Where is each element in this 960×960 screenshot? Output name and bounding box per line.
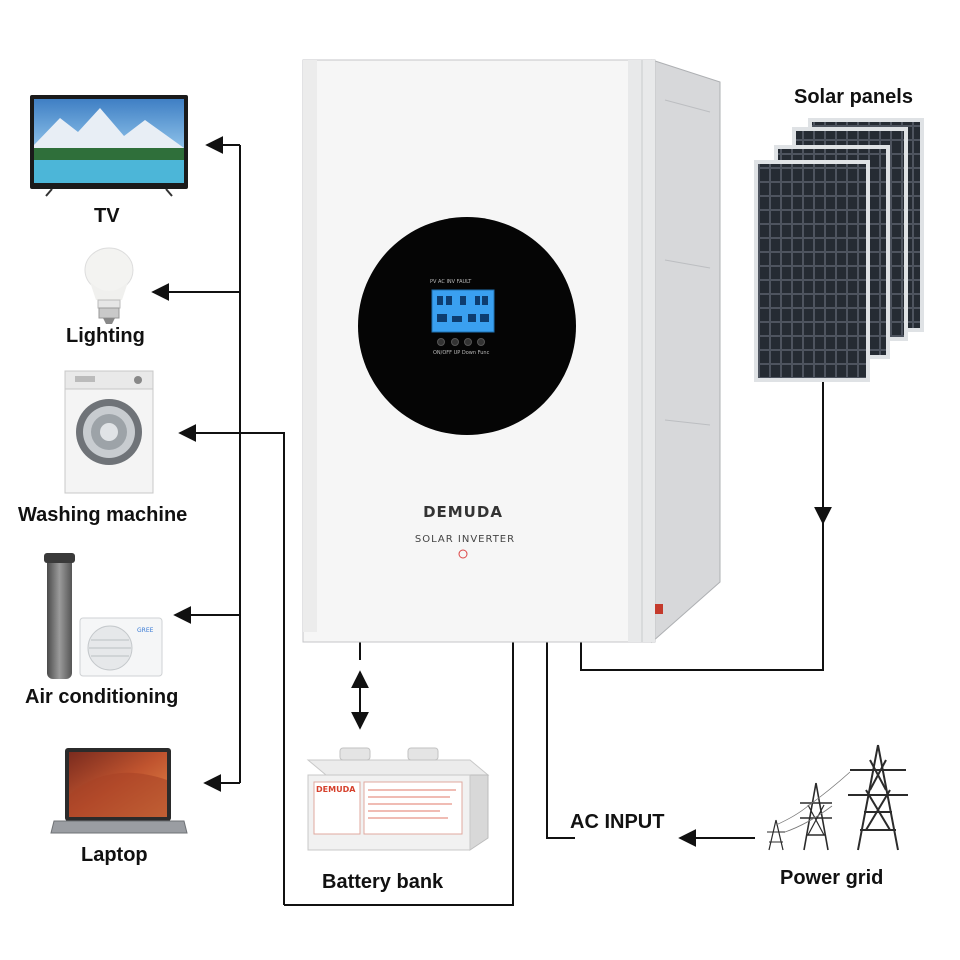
label-air-conditioning: Air conditioning (25, 686, 179, 708)
solar-input-line (580, 523, 824, 671)
air-conditioning-icon: GREE (44, 553, 163, 679)
inverter-unit: PV AC INV FAULT ON/OFF UP Down Func DEMU… (302, 59, 721, 644)
svg-text:PV AC INV FAULT: PV AC INV FAULT (430, 279, 472, 285)
solar-panels-icon (754, 118, 924, 382)
label-laptop: Laptop (81, 844, 148, 866)
label-washing-machine: Washing machine (18, 504, 188, 526)
svg-text:GREE: GREE (137, 627, 154, 634)
label-solar-panels: Solar panels (794, 86, 913, 108)
battery-icon: DEMUDA (306, 747, 490, 851)
washing-machine-icon (64, 370, 154, 494)
laptop-icon (50, 748, 188, 834)
label-tv: TV (94, 205, 120, 227)
power-grid-icon (767, 744, 908, 851)
tv-icon (30, 95, 188, 197)
light-bulb-icon (84, 247, 134, 324)
label-power-grid: Power grid (780, 867, 884, 889)
label-lighting: Lighting (66, 325, 145, 347)
inverter-brand: DEMUDA (423, 503, 503, 521)
connection-lines (151, 136, 832, 906)
ac-input-line (546, 632, 575, 839)
load-output-line (284, 630, 514, 906)
washing-machine-feed-line (178, 424, 285, 905)
label-ac-input: AC INPUT (570, 811, 665, 833)
battery-brand: DEMUDA (316, 785, 356, 794)
svg-text:ON/OFF UP Down Func: ON/OFF UP Down Func (433, 350, 490, 356)
label-battery-bank: Battery bank (322, 871, 444, 893)
inverter-model: SOLAR INVERTER (415, 534, 515, 545)
